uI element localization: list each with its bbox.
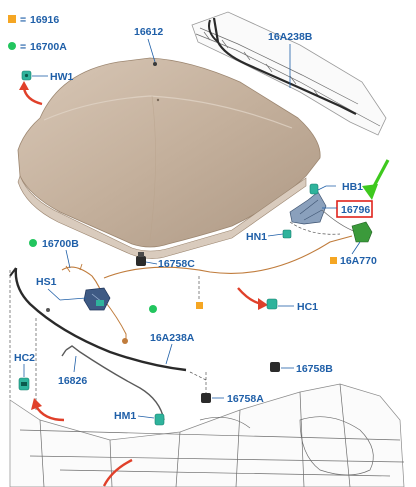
label-bumper-a: 16758A	[227, 393, 264, 405]
leader-hood	[147, 38, 156, 63]
hc2-connector	[18, 377, 30, 391]
label-hw1: HW1	[50, 71, 73, 83]
bumper-b	[270, 362, 280, 372]
leader-bumper-c	[145, 261, 158, 265]
label-hinge: 16796	[341, 204, 370, 216]
arrow-bottom-icon	[102, 458, 133, 487]
leader-hs1-a	[47, 288, 61, 301]
leader-cable-b	[65, 249, 71, 269]
label-rod: 16826	[58, 375, 87, 387]
leader-hm1	[137, 415, 155, 419]
hood-prop-rod	[65, 345, 165, 421]
leader-rod	[73, 355, 77, 373]
bumper-a	[201, 393, 211, 403]
label-hc1: HC1	[297, 301, 318, 313]
label-hood: 16612	[134, 26, 163, 38]
legend-square-icon	[8, 15, 16, 23]
cable-bracket-square-icon	[330, 257, 337, 264]
label-hs1: HS1	[36, 276, 57, 288]
cable-orange-square-icon	[196, 302, 203, 309]
arrowhead-hw1-icon	[19, 81, 29, 90]
label-hb1: HB1	[342, 181, 363, 193]
front-end-structure	[9, 383, 405, 487]
hood-panel	[17, 57, 321, 259]
leader-cable-bracket	[351, 241, 361, 255]
leader-hn1	[267, 233, 284, 237]
label-seal: 16A238A	[150, 332, 195, 344]
cable-b-circle-icon	[29, 239, 37, 247]
legend: = 16916 = 16700A	[8, 14, 67, 53]
latch-hs1	[83, 287, 111, 311]
arrow-hc2-icon	[34, 405, 65, 422]
bumper-c	[136, 252, 146, 266]
leader-hs1-b	[59, 297, 87, 301]
cowl-top-panel	[191, 11, 387, 136]
hw1-connector	[21, 70, 48, 81]
legend-circle-icon	[8, 42, 16, 50]
green-pointer-arrow-icon	[362, 159, 390, 200]
legend-symbol-equals: =	[20, 14, 26, 26]
label-cowl-top: 16A238B	[268, 31, 313, 43]
label-cable-bracket: 16A770	[340, 255, 377, 267]
legend-code-16916: 16916	[30, 14, 59, 26]
hc1-connector	[266, 298, 278, 310]
legend-symbol-equals-2: =	[20, 41, 26, 53]
dashed-outline	[9, 270, 207, 410]
hood-hinge	[282, 183, 373, 243]
label-hc2: HC2	[14, 352, 35, 364]
latch-green-dot-icon	[149, 305, 157, 313]
hood-seal-strip	[14, 267, 187, 372]
hm1-connector	[154, 413, 165, 426]
highlight-box-16796	[336, 200, 373, 218]
arrowhead-hc1-icon	[258, 298, 268, 310]
legend-code-16700A: 16700A	[30, 41, 67, 53]
label-hm1: HM1	[114, 410, 136, 422]
label-cable-b: 16700B	[42, 238, 79, 250]
label-hn1: HN1	[246, 231, 267, 243]
leader-seal	[165, 343, 173, 365]
label-bumper-c: 16758C	[158, 258, 195, 270]
arrow-hw1-icon	[22, 87, 43, 106]
arrowhead-hc2-icon	[31, 398, 42, 410]
label-bumper-b: 16758B	[296, 363, 333, 375]
